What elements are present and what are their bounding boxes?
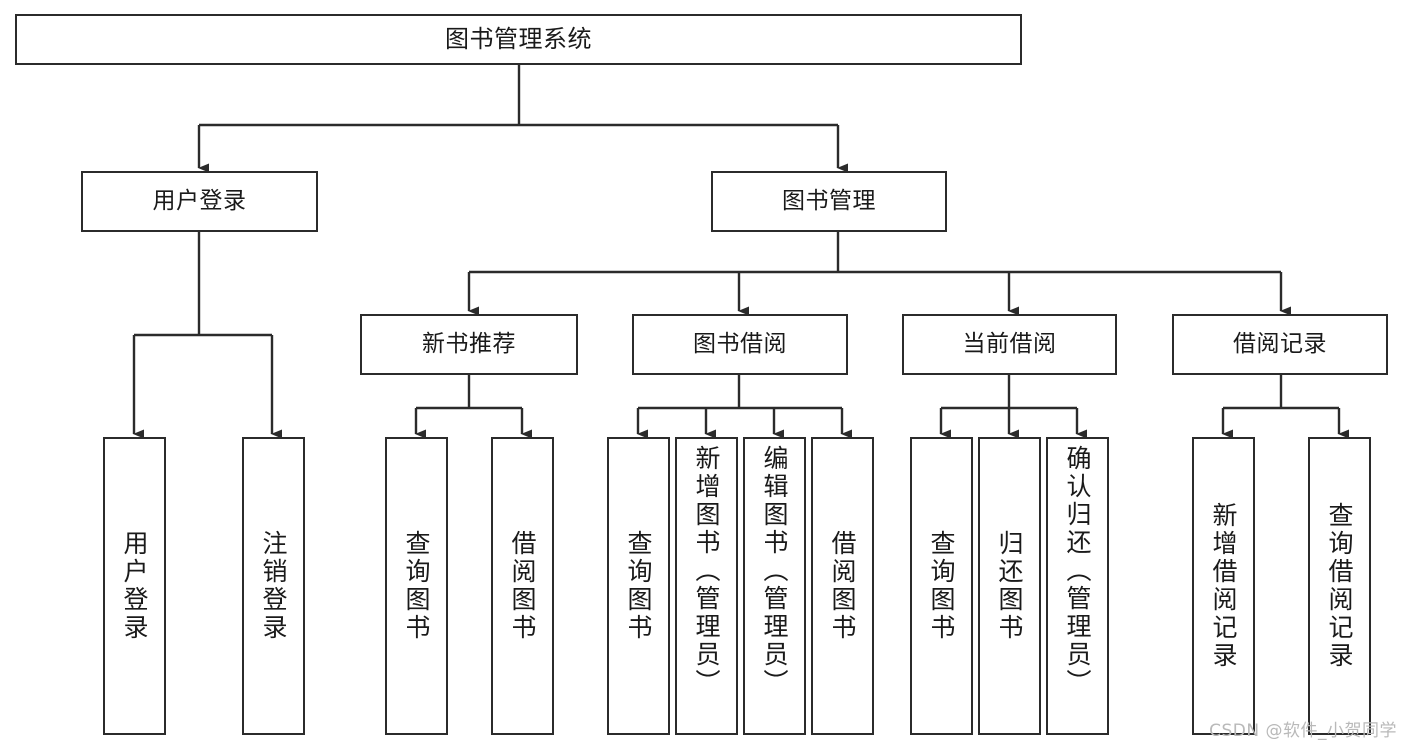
node-label: 查询图书 [624,530,653,642]
node-label: 图书管理系统 [445,24,592,53]
leaf-user-login-signout[interactable]: 注销登录 [242,437,305,735]
node-label: 查询借阅记录 [1325,502,1354,670]
node-label: 借阅图书 [828,530,857,642]
leaf-current-borrow-return-book[interactable]: 归还图书 [978,437,1041,735]
node-label: 用户登录 [152,188,247,215]
leaf-book-borrow-edit-book-admin[interactable]: 编辑图书（管理员） [743,437,806,735]
node-label: 图书借阅 [693,331,787,358]
leaf-user-login-signin[interactable]: 用户登录 [103,437,166,735]
node-user-login[interactable]: 用户登录 [81,171,318,232]
node-book-borrow[interactable]: 图书借阅 [632,314,848,375]
node-label: 查询图书 [402,530,431,642]
leaf-borrow-record-query-record[interactable]: 查询借阅记录 [1308,437,1371,735]
node-current-borrow[interactable]: 当前借阅 [902,314,1117,375]
node-label: 归还图书 [995,530,1024,642]
leaf-current-borrow-query-book[interactable]: 查询图书 [910,437,973,735]
node-book-management[interactable]: 图书管理 [711,171,947,232]
node-label: 用户登录 [120,530,149,642]
node-label: 新增图书（管理员） [692,445,721,697]
leaf-borrow-record-add-record[interactable]: 新增借阅记录 [1192,437,1255,735]
node-label: 借阅图书 [508,530,537,642]
leaf-new-book-query-book[interactable]: 查询图书 [385,437,448,735]
node-label: 当前借阅 [962,331,1057,358]
leaf-book-borrow-borrow-book[interactable]: 借阅图书 [811,437,874,735]
node-label: 新书推荐 [422,331,516,358]
node-label: 确认归还（管理员） [1063,445,1092,697]
node-label: 注销登录 [259,530,288,642]
leaf-book-borrow-add-book-admin[interactable]: 新增图书（管理员） [675,437,738,735]
leaf-new-book-borrow-book[interactable]: 借阅图书 [491,437,554,735]
leaf-current-borrow-confirm-return-admin[interactable]: 确认归还（管理员） [1046,437,1109,735]
node-root-book-management-system[interactable]: 图书管理系统 [15,14,1022,65]
node-label: 新增借阅记录 [1209,502,1238,670]
leaf-book-borrow-query-book[interactable]: 查询图书 [607,437,670,735]
node-borrow-record[interactable]: 借阅记录 [1172,314,1388,375]
node-label: 查询图书 [927,530,956,642]
node-new-book-recommend[interactable]: 新书推荐 [360,314,578,375]
node-label: 编辑图书（管理员） [760,445,789,697]
node-label: 图书管理 [782,188,876,215]
node-label: 借阅记录 [1233,331,1327,358]
